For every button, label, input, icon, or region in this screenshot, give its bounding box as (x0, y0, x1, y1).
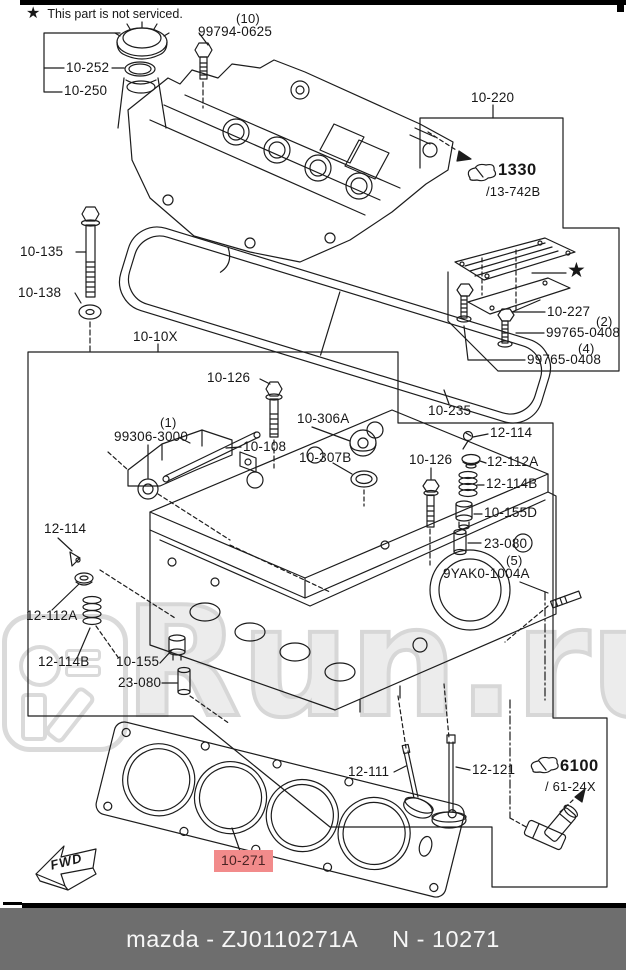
cylinder-head-drawing (99, 409, 557, 713)
valve-keeper-left-drawing (57, 537, 81, 567)
gasket-10-235-drawing (118, 226, 552, 424)
part-label-10-235[interactable]: 10-235 (428, 403, 472, 418)
baffle-plate-drawing (454, 237, 576, 315)
valve-seal-left-drawing (51, 572, 94, 611)
valve-keeper-right-drawing (462, 430, 489, 450)
tappet-10-155-left-drawing (159, 634, 186, 664)
valve-cover-drawing (127, 59, 454, 263)
pipe-10-108-drawing (162, 431, 261, 483)
bolt-10-135-drawing (74, 206, 102, 353)
bracket-10-250 (43, 32, 125, 93)
part-label-10-126-left[interactable]: 10-126 (207, 370, 251, 385)
qty-99306: (1) (160, 415, 177, 430)
part-label-12-121[interactable]: 12-121 (472, 762, 516, 777)
part-label-10-306a[interactable]: 10-306A (297, 411, 350, 426)
part-label-13-742b[interactable]: /13-742B (486, 184, 541, 199)
valve-12-111-drawing (393, 695, 434, 819)
part-label-10-227[interactable]: 10-227 (547, 304, 591, 319)
part-label-99765-0408-a[interactable]: 99765-0408 (546, 325, 621, 340)
leader-10-235 (443, 389, 450, 405)
screw-99765-drawings (456, 283, 545, 361)
footer-section-number: N - 10271 (392, 925, 500, 952)
box-10-10x (27, 343, 608, 888)
shim-23-080-left-drawing (161, 666, 231, 725)
service-note-text: This part is not serviced. (47, 7, 183, 21)
box-10-220 (419, 104, 620, 372)
qty-99765-a: (2) (596, 314, 613, 329)
clip-icon-1330 (427, 131, 497, 182)
footer-catalog-code: mazda - ZJ0110271A (126, 925, 359, 952)
footer-bar: mazda - ZJ0110271A N - 10271 (0, 908, 626, 970)
part-label-6100[interactable]: 6100 (560, 757, 599, 775)
leader-10-271 (231, 827, 241, 852)
part-label-61-24x[interactable]: / 61-24X (545, 779, 596, 794)
part-label-99794-0625[interactable]: 99794-0625 (198, 24, 273, 39)
bolt-10-126-right-drawing (422, 467, 440, 566)
qty-99765-b: (4) (578, 341, 595, 356)
grommet-10-306a-drawing (311, 426, 378, 507)
part-label-12-114-left[interactable]: 12-114 (44, 521, 87, 536)
part-label-12-114-right[interactable]: 12-114 (490, 425, 533, 440)
cam-cap-drawing (107, 429, 257, 541)
bolt-99794-drawing (194, 32, 213, 109)
clip-icon-6100 (509, 756, 586, 851)
part-label-23-080-right[interactable]: 23-080 (484, 536, 528, 551)
valve-seal-right-drawing (461, 453, 487, 469)
part-label-9yak0-1004a[interactable]: 9YAK0-1004A (443, 566, 530, 581)
part-label-10-126-right[interactable]: 10-126 (409, 452, 453, 467)
part-label-12-111[interactable]: 12-111 (348, 764, 390, 779)
head-gasket-10-271-drawing (95, 721, 465, 898)
valve-spring-right-drawing (458, 470, 485, 498)
part-label-10-10x[interactable]: 10-10X (133, 329, 178, 344)
fwd-arrow (35, 845, 97, 891)
top-border (20, 0, 626, 5)
part-label-99306-3000[interactable]: 99306-3000 (114, 429, 189, 444)
part-label-10-155-left[interactable]: 10-155 (116, 654, 160, 669)
service-note: ★ This part is not serviced. (26, 6, 183, 22)
qty-99794: (10) (236, 11, 260, 26)
stud-9yak0-drawing (504, 581, 582, 643)
part-label-23-080-left[interactable]: 23-080 (118, 675, 162, 690)
footer-rule-stub (3, 902, 22, 905)
valve-12-121-drawing (431, 591, 546, 829)
footer-rule (22, 903, 626, 908)
tappet-10-155d-drawing (455, 500, 483, 530)
part-label-12-112a-left[interactable]: 12-112A (26, 608, 78, 623)
top-corner-tick (617, 0, 624, 12)
part-label-99765-0408-b[interactable]: 99765-0408 (527, 352, 602, 367)
part-label-10-250[interactable]: 10-250 (64, 83, 108, 98)
part-label-10-155d[interactable]: 10-155D (484, 505, 538, 520)
part-label-10-220[interactable]: 10-220 (471, 90, 515, 105)
part-label-12-114b-right[interactable]: 12-114B (486, 476, 538, 491)
part-label-1330[interactable]: 1330 (498, 161, 537, 179)
qty-9yak0: (5) (506, 553, 523, 568)
valve-spring-left-drawing (77, 595, 121, 661)
part-label-10-271-highlighted[interactable]: 10-271 (214, 850, 273, 872)
part-label-10-252[interactable]: 10-252 (66, 60, 110, 75)
part-label-12-112a-right[interactable]: 12-112A (487, 454, 539, 469)
part-label-10-307b[interactable]: 10-307B (299, 450, 352, 465)
star-icon: ★ (567, 259, 586, 282)
bolt-10-126-left-drawing (259, 378, 283, 469)
part-label-10-138[interactable]: 10-138 (18, 285, 62, 300)
part-label-12-114b-left[interactable]: 12-114B (38, 654, 90, 669)
star-icon: ★ (26, 5, 41, 22)
part-label-10-135[interactable]: 10-135 (20, 244, 64, 259)
oil-filler-cap-drawing (114, 21, 170, 129)
part-label-10-108[interactable]: 10-108 (243, 439, 287, 454)
